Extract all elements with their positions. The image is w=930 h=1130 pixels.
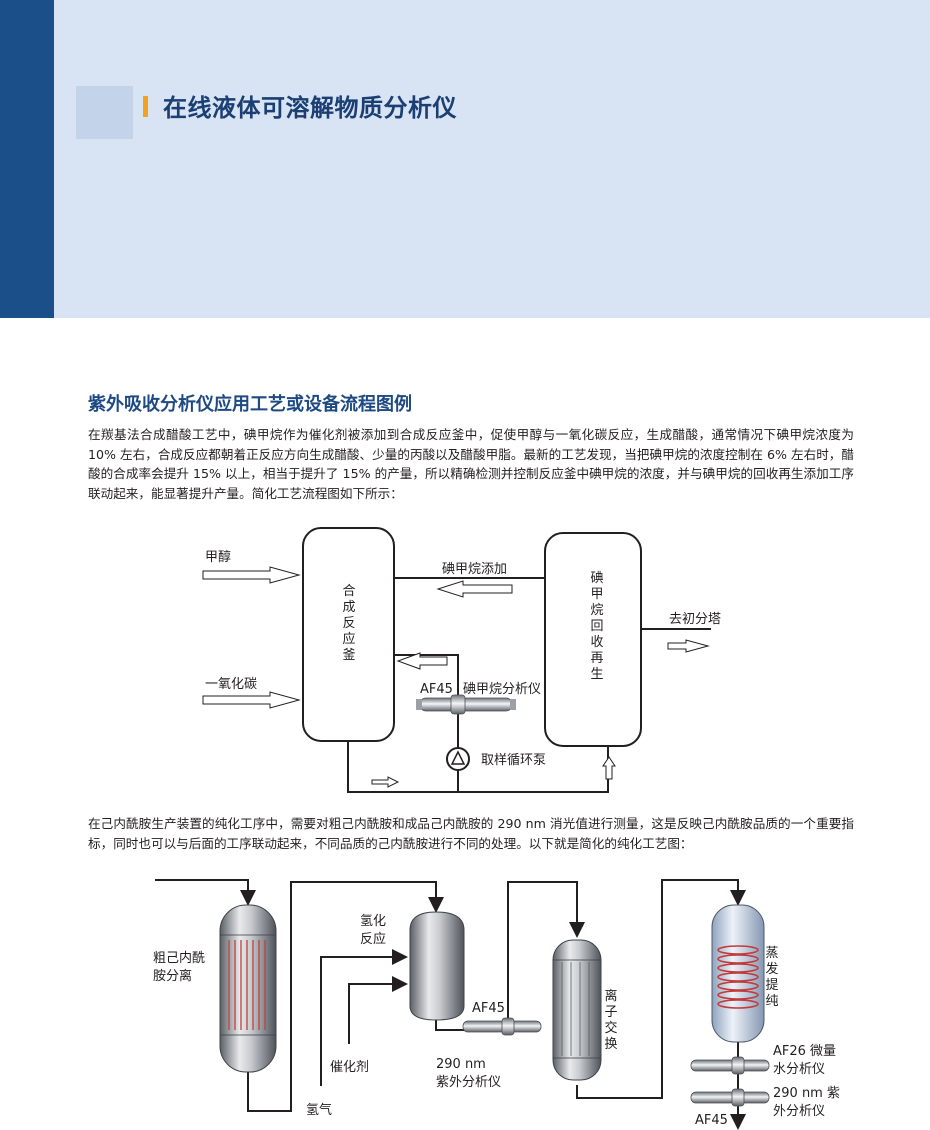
label-hydrogen: 氢气 [306, 1102, 332, 1118]
ion-exchange-label-char: 交 [604, 1020, 617, 1036]
ion-exchange-column [552, 939, 602, 1081]
reactor-label-char: 成 [342, 600, 355, 615]
af45-analyzer-icon [416, 694, 516, 715]
paragraph-caprolactam: 在己内酰胺生产装置的纯化工序中，需要对粗己内酰胺和成品己内酰胺的 290 nm … [88, 816, 854, 851]
hydrogenation-reactor [409, 911, 465, 1021]
recovery-vessel [544, 532, 642, 747]
header-side-bar [0, 0, 54, 318]
evaporator-column [711, 904, 765, 1043]
evaporation-label-char: 纯 [765, 994, 778, 1009]
co-arrow [202, 691, 301, 709]
label-crude-sep-2: 胺分离 [153, 968, 192, 984]
label-pump: 取样循环泵 [481, 753, 546, 768]
reactor-label-char: 反 [342, 616, 355, 631]
section-title: 紫外吸收分析仪应用工艺或设备流程图例 [88, 394, 412, 415]
recovery-label-char: 烷 [590, 603, 603, 618]
ion-exchange-label-char: 换 [604, 1037, 617, 1052]
label-iodide-add: 碘甲烷添加 [442, 562, 507, 577]
label-af45-b: AF45 [695, 1113, 728, 1128]
evaporation-label-char: 提 [765, 977, 778, 993]
return-arrow [396, 652, 448, 670]
label-analyzer-name: 碘甲烷分析仪 [463, 682, 541, 697]
iodide-add-arrow [436, 580, 513, 598]
acetic-acid-flow-diagram: 甲醇 一氧化碳 碘甲烷添加 去初分塔 AF45 碘甲烷分析仪 取样循环泵 合成反… [202, 527, 721, 793]
label-af26-2: 水分析仪 [773, 1062, 825, 1077]
reactor-label-char: 合 [342, 584, 355, 599]
caprolactam-flow-diagram: 粗己内酰 胺分离 氢化 反应 催化剂 氢气 AF45 290 nm 紫外分析仪 … [153, 879, 840, 1130]
header-banner [0, 0, 930, 318]
af45-analyzer-a-icon [462, 1017, 542, 1036]
recovery-label-char: 生 [590, 667, 603, 682]
label-analyzer-model: AF45 [420, 682, 453, 697]
crude-separation-column [219, 904, 277, 1073]
label-hydro-1: 氢化 [360, 914, 386, 929]
label-catalyst: 催化剂 [330, 1060, 369, 1075]
recovery-label-char: 收 [590, 635, 603, 650]
label-crude-sep-1: 粗己内酰 [153, 950, 205, 966]
label-uv-b-2: 外分析仪 [773, 1104, 825, 1119]
label-reactor: 合成反应釜 [342, 584, 355, 663]
label-uv-b-1: 290 nm 紫 [773, 1086, 840, 1101]
to-tower-arrow [667, 639, 710, 653]
methanol-arrow [202, 566, 301, 584]
label-to-tower: 去初分塔 [669, 612, 721, 627]
reactor-label-char: 应 [342, 631, 355, 647]
ion-exchange-label-char: 离 [604, 988, 617, 1004]
bottom-flow-arrow [371, 776, 400, 788]
af26-analyzer-icon [690, 1056, 770, 1075]
label-methanol: 甲醇 [205, 549, 231, 565]
label-uv-a-1: 290 nm [436, 1057, 486, 1072]
af45-analyzer-b-icon [690, 1088, 770, 1107]
recovery-label-char: 回 [590, 619, 603, 634]
reactor-label-char: 釜 [342, 648, 355, 663]
title-accent-mark [143, 96, 148, 117]
label-af45-a: AF45 [472, 1001, 505, 1016]
header-decor-square [76, 86, 133, 139]
evaporation-label-char: 蒸 [765, 946, 778, 961]
label-af26-1: AF26 微量 [773, 1044, 836, 1059]
recovery-label-char: 甲 [590, 587, 603, 602]
recovery-label-char: 再 [590, 651, 603, 666]
page-title: 在线液体可溶解物质分析仪 [163, 94, 457, 122]
paragraph-acetic-acid: 在羰基法合成醋酸工艺中，碘甲烷作为催化剂被添加到合成反应釜中，促使甲醇与一氧化碳… [88, 427, 854, 501]
recovery-label-char: 碘 [590, 571, 603, 586]
evaporation-label-char: 发 [765, 961, 778, 977]
up-flow-arrow [602, 756, 616, 780]
label-uv-a-2: 紫外分析仪 [436, 1075, 501, 1090]
label-hydro-2: 反应 [360, 931, 386, 947]
ion-exchange-label-char: 子 [604, 1005, 617, 1020]
sampling-pump-icon [446, 747, 470, 771]
label-co: 一氧化碳 [205, 677, 257, 692]
